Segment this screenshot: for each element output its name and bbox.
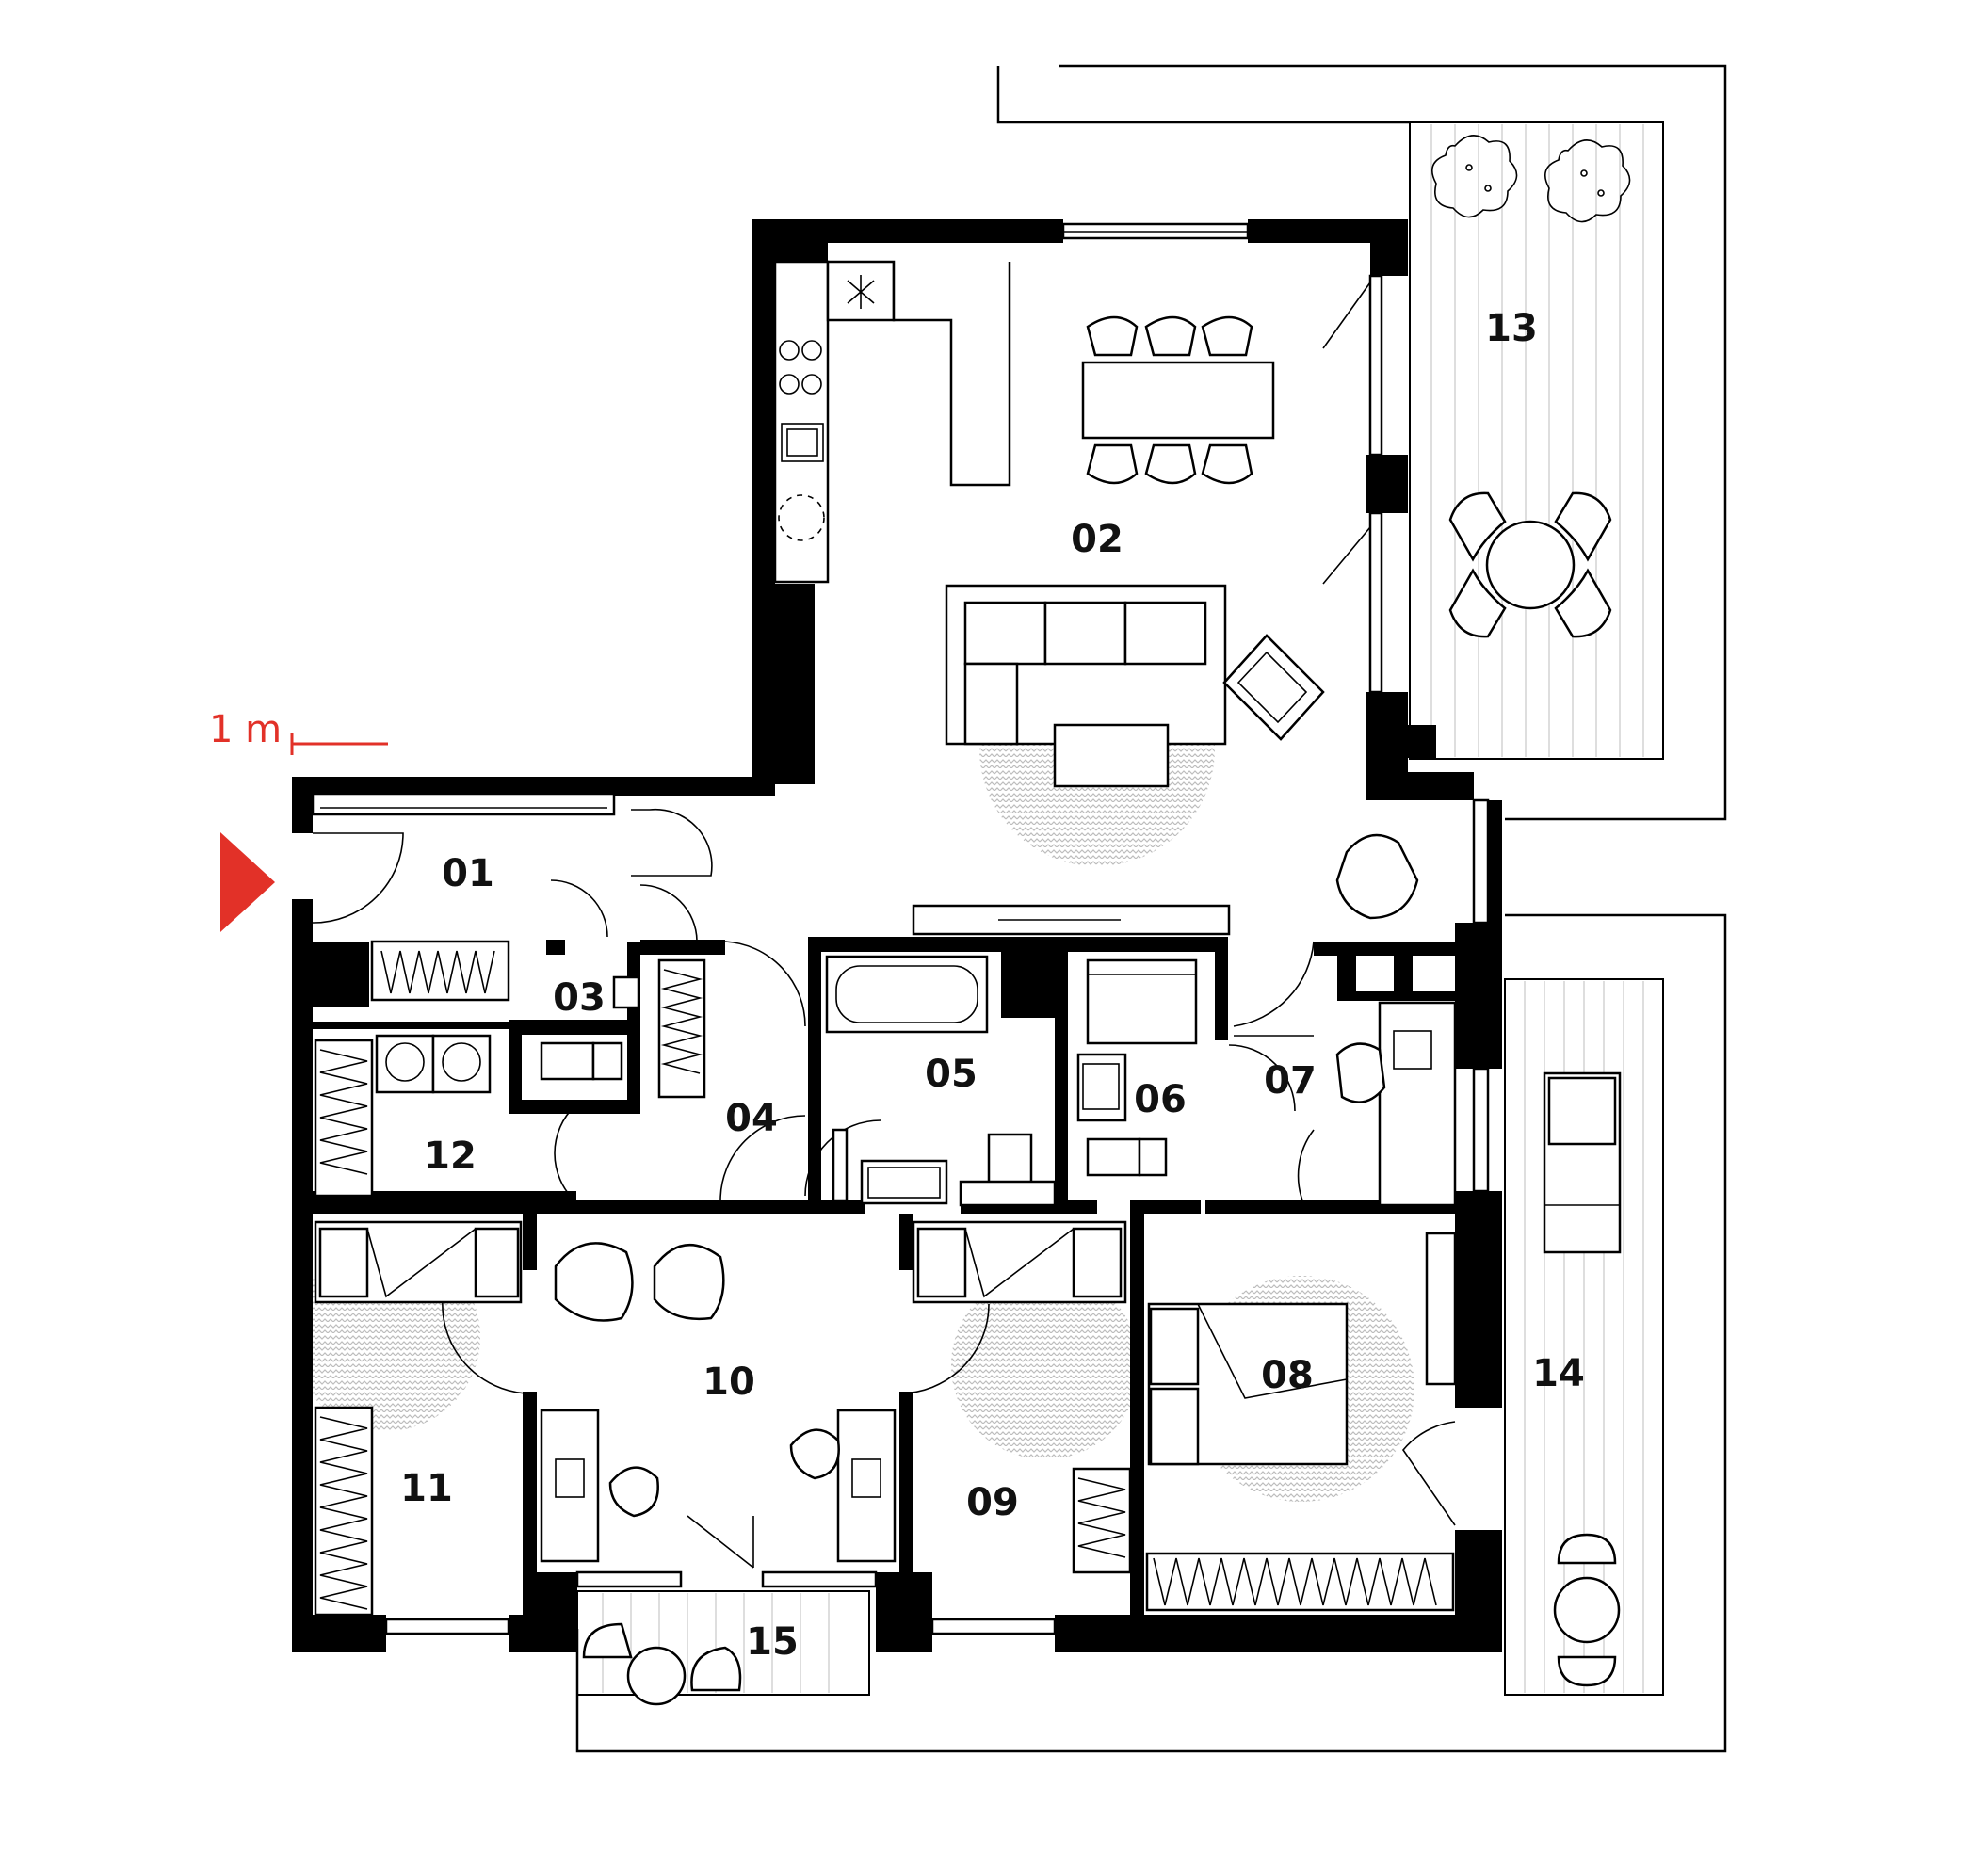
balcony-15 [576, 1590, 870, 1706]
bed [912, 1220, 1127, 1304]
room-label-05: 05 [925, 1053, 978, 1096]
shower-icon [1086, 958, 1198, 1045]
room-label-12: 12 [424, 1135, 477, 1178]
window [384, 222, 1490, 1635]
terrace-13-decking [1430, 124, 1644, 757]
toilet-icon [540, 975, 640, 1081]
stove-icon [779, 340, 822, 395]
plant-icon [1430, 135, 1518, 218]
room-label-04: 04 [725, 1097, 778, 1140]
armchair [554, 1242, 725, 1322]
outdoor-table-icon [1448, 491, 1612, 638]
bed [1147, 1302, 1349, 1466]
bed [314, 1220, 523, 1304]
sofa [945, 584, 1227, 788]
toilet-icon [1086, 1137, 1168, 1177]
dishwasher-icon [778, 494, 825, 541]
sink-icon [860, 1159, 948, 1205]
room-label-13: 13 [1485, 307, 1538, 350]
bathtub-icon [825, 955, 989, 1034]
room-label-10: 10 [703, 1361, 755, 1404]
scale-bar-icon [290, 733, 388, 755]
scale-bar-label: 1 m [209, 708, 282, 751]
plant-icon [1544, 139, 1631, 223]
sink-icon [781, 423, 824, 462]
armchair [1222, 634, 1419, 920]
room-label-08: 08 [1261, 1354, 1314, 1397]
room-label-07: 07 [1264, 1059, 1317, 1103]
room-label-11: 11 [400, 1467, 453, 1510]
terrace-14 [575, 913, 1727, 1753]
room-label-15: 15 [746, 1620, 799, 1664]
wardrobe [314, 1039, 374, 1198]
washing-machine-icon [375, 1034, 492, 1094]
scale-bar: 1 m [209, 708, 388, 755]
wardrobe [1072, 1467, 1132, 1574]
room-label-01: 01 [442, 852, 494, 895]
terrace-13 [996, 64, 1727, 821]
lounger-icon [1543, 1071, 1622, 1254]
entrance-arrow-icon [220, 832, 275, 932]
desk [1335, 1001, 1457, 1207]
wardrobe [657, 958, 706, 1099]
room-label-02: 02 [1071, 518, 1123, 561]
room-label-03: 03 [553, 976, 606, 1020]
kitchen [773, 260, 1011, 584]
entrance-wardrobe [311, 792, 1455, 1617]
outdoor-table-icon [582, 1622, 742, 1706]
door[interactable] [312, 282, 1456, 1569]
towel-rail [832, 1128, 849, 1202]
tv-unit [1425, 1232, 1457, 1386]
wardrobe [1145, 1552, 1455, 1612]
interior-walls [313, 937, 1455, 1618]
room-label-14: 14 [1532, 1352, 1585, 1395]
toilet-icon [959, 1133, 1057, 1207]
sink-icon [1076, 1053, 1127, 1122]
desk [540, 1409, 897, 1563]
wardrobe [314, 1406, 374, 1617]
walls [292, 219, 1502, 1652]
room-label-09: 09 [966, 1481, 1019, 1524]
room-label-06: 06 [1134, 1078, 1187, 1121]
outdoor-table-icon [1553, 1533, 1621, 1687]
wardrobe [370, 940, 510, 1002]
dining-table [1081, 315, 1275, 485]
